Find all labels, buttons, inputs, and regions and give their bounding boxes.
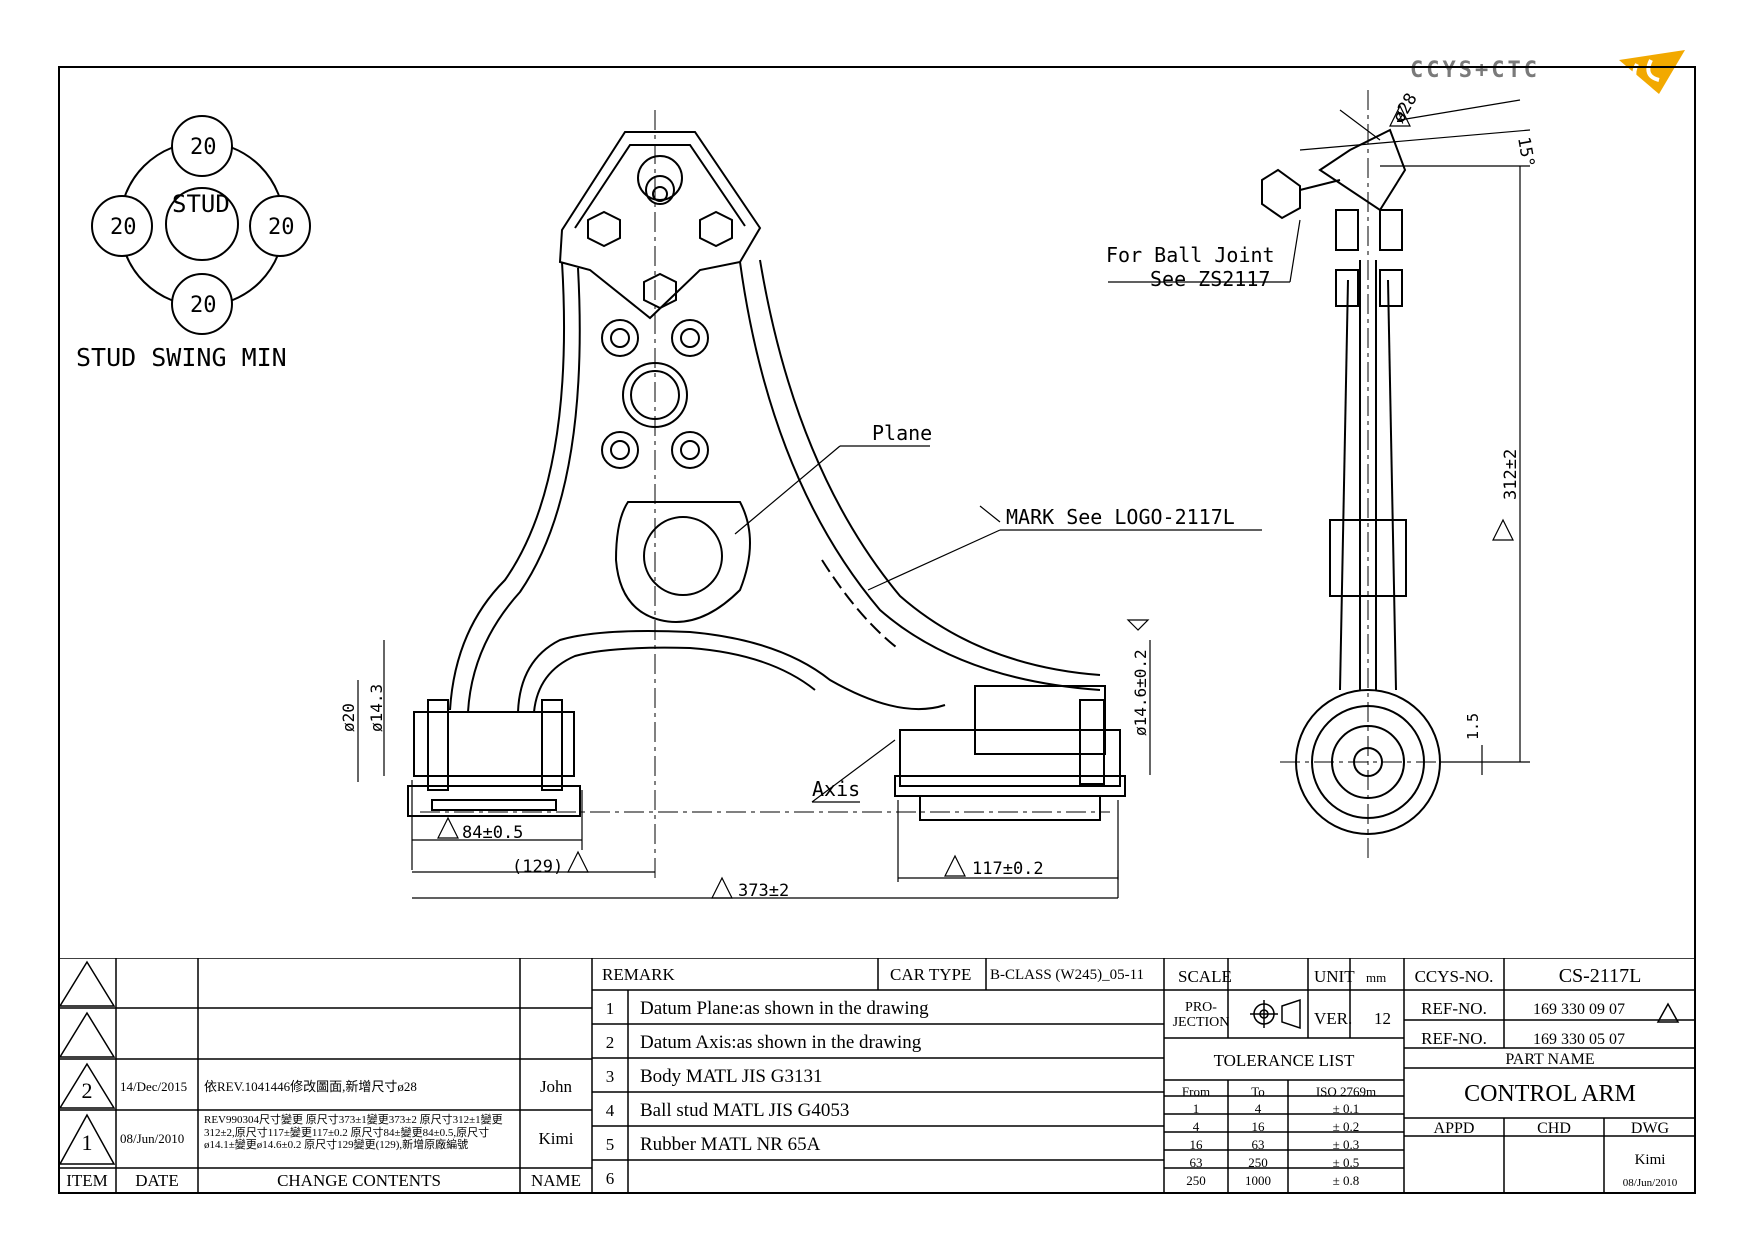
rev-2-item: 2	[81, 1078, 93, 1103]
rev-header-date: DATE	[135, 1171, 179, 1190]
stud-swing-caption: STUD SWING MIN	[76, 343, 287, 372]
dim-phi28: ø28	[1389, 90, 1422, 127]
dim-129: (129)	[512, 857, 563, 877]
dim-117: 117±0.2	[972, 859, 1044, 879]
angle-15: 15°	[1513, 135, 1538, 169]
tol-header-from: From	[1181, 1084, 1211, 1099]
rev-2-name: John	[539, 1077, 573, 1096]
angle-top: 20	[190, 135, 217, 160]
tol-row-4-tol: ± 0.5	[1332, 1155, 1360, 1170]
tol-row-4-from: 63	[1189, 1155, 1203, 1170]
remark-4-no: 4	[605, 1101, 615, 1120]
company-logo: CCYS+CTC	[1410, 46, 1690, 102]
tol-row-1-from: 1	[1192, 1101, 1200, 1116]
tol-row-3-to: 63	[1251, 1137, 1265, 1152]
ver-value: 12	[1374, 1009, 1391, 1028]
dim-phi20: ø20	[339, 703, 358, 732]
ball-joint-label-2: See ZS2117	[1150, 267, 1270, 291]
unit-value: mm	[1366, 970, 1387, 985]
dim-373: 373±2	[738, 881, 789, 901]
dim-phi143: ø14.3	[367, 684, 386, 732]
rev-header-contents: CHANGE CONTENTS	[277, 1171, 441, 1190]
chd-label: CHD	[1537, 1120, 1571, 1137]
remark-6-no: 6	[605, 1169, 615, 1188]
tol-row-1-tol: ± 0.1	[1332, 1101, 1360, 1116]
rev-header-name: NAME	[530, 1171, 582, 1190]
stud-swing-diagram	[91, 115, 311, 335]
car-type-label: CAR TYPE	[890, 965, 972, 984]
tol-row-5-to: 1000	[1245, 1173, 1271, 1188]
front-dimensions	[357, 445, 1262, 899]
tol-header-iso: ISO 2769m	[1315, 1084, 1377, 1099]
remark-1-no: 1	[605, 999, 615, 1018]
dim-84: 84±0.5	[462, 823, 523, 843]
remark-3-text: Body MATL JIS G3131	[640, 1066, 823, 1087]
tol-header-to: To	[1251, 1084, 1265, 1099]
tol-row-2-tol: ± 0.2	[1332, 1119, 1360, 1134]
tolerance-title: TOLERANCE LIST	[1213, 1051, 1355, 1070]
car-type-value: B-CLASS (W245)_05-11	[990, 967, 1145, 983]
angle-left: 20	[110, 215, 137, 240]
scale-label: SCALE	[1178, 967, 1232, 986]
remark-2-no: 2	[605, 1033, 615, 1052]
dwg-name: Kimi	[1634, 1152, 1666, 1168]
control-arm-front-view	[407, 110, 1126, 880]
plane-label: Plane	[872, 421, 932, 445]
tol-row-2-to: 16	[1251, 1119, 1265, 1134]
ccys-no-label: CCYS-NO.	[1414, 967, 1494, 986]
tol-row-3-from: 16	[1189, 1137, 1203, 1152]
part-name-label: PART NAME	[1505, 1051, 1595, 1068]
tol-row-3-tol: ± 0.3	[1332, 1137, 1360, 1152]
side-dimensions	[1108, 99, 1531, 775]
ref-no-value-1: 169 330 09 07	[1533, 1001, 1625, 1018]
remark-5-text: Rubber MATL NR 65A	[640, 1134, 821, 1155]
axis-label: Axis	[812, 777, 860, 801]
title-block-grid	[58, 958, 1696, 1194]
ball-joint-label-1: For Ball Joint	[1106, 243, 1275, 267]
rev-header-item: ITEM	[66, 1171, 108, 1190]
projection-label: PRO- JECTION	[1172, 1000, 1230, 1031]
dwg-date: 08/Jun/2010	[1622, 1177, 1678, 1189]
appd-label: APPD	[1433, 1120, 1475, 1137]
angle-bottom: 20	[190, 293, 217, 318]
ccys-no-value: CS-2117L	[1558, 965, 1642, 987]
rev-2-contents: 依REV.1041446修改圖面,新增尺寸ø28	[204, 1079, 417, 1094]
ref-no-value-2: 169 330 05 07	[1533, 1031, 1625, 1048]
remark-2-text: Datum Axis:as shown in the drawing	[640, 1032, 922, 1053]
remark-5-no: 5	[605, 1135, 615, 1154]
dim-phi146: ø14.6±0.2	[1131, 649, 1150, 736]
part-name-value: CONTROL ARM	[1464, 1081, 1636, 1107]
remark-4-text: Ball stud MATL JIS G4053	[640, 1100, 850, 1121]
rev-1-contents: REV990304尺寸變更 原尺寸373±1變更373±2 原尺寸312±1變更…	[204, 1114, 503, 1152]
tol-row-2-from: 4	[1192, 1119, 1200, 1134]
ref-no-label-2: REF-NO.	[1421, 1029, 1487, 1048]
stud-label: STUD	[172, 190, 230, 218]
control-arm-side-view	[1261, 90, 1460, 860]
dwg-label: DWG	[1630, 1120, 1670, 1137]
tol-row-5-tol: ± 0.8	[1332, 1173, 1360, 1188]
remark-3-no: 3	[605, 1067, 615, 1086]
logo-text: CCYS+CTC	[1410, 58, 1540, 83]
rev-1-date: 08/Jun/2010	[120, 1131, 185, 1146]
remark-label: REMARK	[602, 965, 675, 984]
rev-2-date: 14/Dec/2015	[120, 1079, 188, 1094]
ver-label: VER.	[1314, 1009, 1353, 1028]
rev-1-name: Kimi	[538, 1129, 574, 1148]
remark-1-text: Datum Plane:as shown in the drawing	[640, 998, 929, 1019]
rev-mark-2: 2	[1396, 111, 1404, 126]
dim-1-5: 1.5	[1464, 713, 1482, 740]
tol-row-4-to: 250	[1248, 1155, 1268, 1170]
tol-row-1-to: 4	[1254, 1101, 1262, 1116]
drawing-frame	[58, 66, 1696, 1194]
tol-row-5-from: 250	[1186, 1173, 1206, 1188]
drawing-canvas: STUD 20 20 20 20 STUD SWING MIN Plane MA…	[76, 90, 1538, 901]
dim-312: 312±2	[1501, 449, 1521, 500]
mark-label: MARK See LOGO-2117L	[1006, 505, 1235, 529]
rev-1-item: 1	[81, 1130, 93, 1155]
ref-no-label-1: REF-NO.	[1421, 999, 1487, 1018]
unit-label: UNIT	[1314, 967, 1355, 986]
angle-right: 20	[268, 215, 295, 240]
